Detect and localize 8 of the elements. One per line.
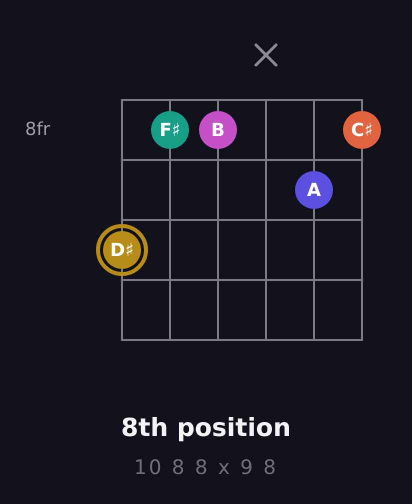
note-dot: A bbox=[295, 171, 333, 209]
note-dot: F♯ bbox=[151, 111, 189, 149]
root-note-dot: D♯ bbox=[96, 224, 148, 276]
fret-number-label: 8fr bbox=[25, 119, 50, 140]
chord-title: 8th position bbox=[121, 413, 291, 442]
note-dot: C♯ bbox=[343, 111, 381, 149]
fingering-label: 10 8 8 x 9 8 bbox=[134, 455, 278, 479]
note-dot: B bbox=[199, 111, 237, 149]
